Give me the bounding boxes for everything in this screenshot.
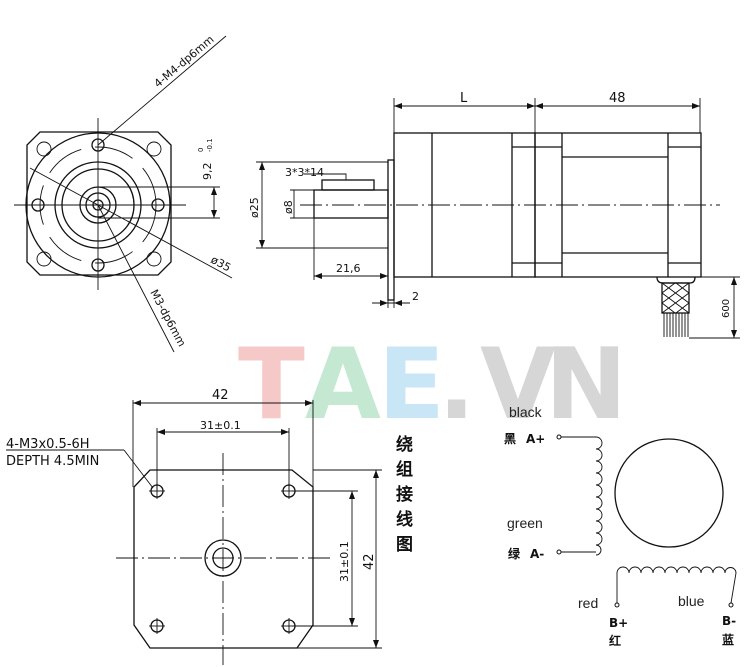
braid-hatch [661,282,690,314]
color-label-black: black [509,404,543,420]
arrowhead [394,300,402,306]
pcd-label: ø35 [209,253,233,274]
corner-lug [36,141,52,157]
key-leader [304,173,347,180]
shaft [313,189,389,219]
callout-leader [123,449,154,489]
a-plus-cn: 黑 [504,432,516,446]
arrowhead [305,400,313,406]
cable-braid [661,282,690,314]
color-label-red: red [578,595,598,611]
arrowhead [535,103,543,109]
leader-line [29,167,233,279]
mount-width-label: 42 [212,388,229,403]
terminal-b-minus [728,602,734,608]
corner-lug [146,141,162,157]
arrowhead [527,103,535,109]
b-minus-cn: 蓝 [722,632,734,647]
wiring-title-char: 接 [396,484,413,505]
arrowhead [349,491,355,499]
watermark-letter-a: A [305,328,381,442]
side-view: 3*3*14 ø25 ø8 [248,91,740,339]
arrowhead [373,640,379,648]
leader-line [97,35,227,146]
arrowhead [380,273,388,279]
flat-dim: 9,2 [201,163,214,181]
arrowhead [133,400,141,406]
cable-wires [663,313,689,337]
mount-view: 42 31±0.1 31±0.1 42 4-M3x0.5-6H DEPTH 4. [6,388,382,665]
shaft-length-label: 21,6 [336,262,361,275]
arrowhead [314,273,322,279]
color-label-green: green [507,515,543,531]
a-plus-pin: A+ [526,432,545,446]
corner-lug [36,251,52,267]
front-flange-outline [26,131,172,276]
b-minus-pin: B- [722,614,736,628]
b-plus-cn: 红 [609,633,621,648]
arrowhead [373,470,379,478]
flange-thickness-label: 2 [412,290,419,303]
watermark-letter-n: N [545,328,627,442]
wiring-title-char: 组 [396,459,413,480]
motor-length-label: 48 [609,91,626,106]
thread-callout-line1: 4-M3x0.5-6H [6,437,90,452]
b-plus-pin: B+ [609,616,628,630]
coil-a [595,436,603,556]
arrowhead [394,103,402,109]
mount-hole [149,618,165,634]
thread-callout-line2: DEPTH 4.5MIN [6,454,99,469]
watermark-letter-t: T [238,328,305,442]
hole-spacing-v-label: 31±0.1 [338,541,351,582]
terminal-a-minus [556,549,562,555]
front-view: 4-M4-dp6mm M3-dp6mm ø35 9,2 0 -0.1 [14,33,233,353]
arrowhead [349,618,355,626]
cable-length-label: 600 [721,299,732,318]
cable-gland [656,276,696,284]
arrowhead [380,300,388,306]
arrowhead [731,330,737,338]
boss-dia-label: ø25 [248,197,261,218]
wiring-title-char: 绕 [396,434,413,455]
flange-plate [387,159,395,301]
watermark-letter-v: V [480,328,556,442]
arrowhead [259,240,265,248]
shaft-key [321,179,375,191]
flat-tol-lower: -0.1 [206,138,214,152]
hole-callout: 4-M4-dp6mm [152,33,217,90]
gearbox-length-label: L [460,91,468,106]
wiring-title-char: 图 [396,535,413,555]
mount-height-label: 42 [362,553,377,570]
arrowhead [211,210,217,218]
hole-spacing-h-label: 31±0.1 [200,419,241,432]
leader-line [97,204,175,353]
arrowhead [281,429,289,435]
shaft-dia-label: ø8 [282,200,295,214]
coil-b [616,566,737,604]
arrowhead [692,103,700,109]
watermark: T A E . V N [238,328,627,442]
terminal-b-plus [614,602,620,608]
arrowhead [157,429,165,435]
terminal-a-plus [556,434,562,440]
a-minus-pin: A- [530,547,544,561]
arrowhead [731,277,737,285]
arrowhead [211,187,217,195]
watermark-letter-e: E [378,328,445,442]
color-label-blue: blue [678,593,705,609]
arrowhead [259,162,265,170]
key-label: 3*3*14 [285,166,324,179]
mount-hole [149,483,165,499]
wiring-title-char: 线 [396,509,413,530]
wiring-diagram: 绕 组 接 线 图 black 黑 A+ green 绿 A- red blue… [396,404,737,648]
flat-tol-upper: 0 [197,148,205,152]
a-minus-cn: 绿 [508,546,521,561]
watermark-dot: . [438,328,475,442]
rotor-circle [614,438,724,548]
corner-lug [146,251,162,267]
